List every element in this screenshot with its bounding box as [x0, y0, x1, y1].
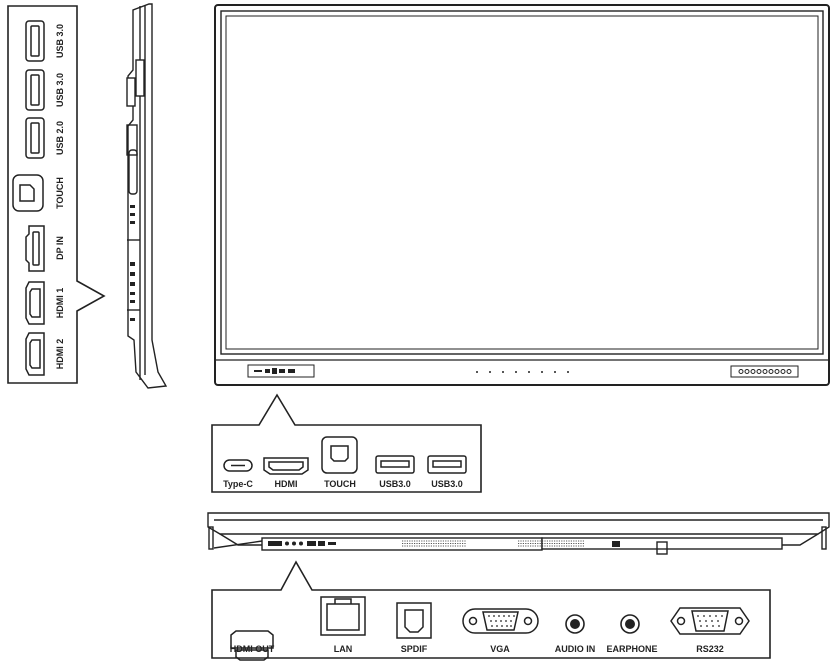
- bottom-rs232-port: [670, 607, 750, 635]
- bottom-earphone-jack-hole: [625, 619, 635, 629]
- front-label-type-c: Type-C: [223, 479, 253, 489]
- front-label-usb30-1: USB3.0: [379, 479, 411, 489]
- front-touch-port: [321, 436, 358, 474]
- bottom-lan-port: [320, 596, 366, 636]
- bottom-label-vga: VGA: [490, 644, 510, 654]
- bottom-rs232-pins: [697, 615, 723, 627]
- front-usb30-port-2: [427, 455, 467, 474]
- side-label-hdmi2: HDMI 2: [55, 339, 65, 370]
- bottom-label-spdif: SPDIF: [401, 644, 428, 654]
- side-usb20-port: [25, 117, 45, 159]
- bottom-port-callout: [211, 560, 771, 659]
- bottom-spdif-port: [396, 602, 432, 639]
- bottom-audio-in-jack: [565, 614, 585, 634]
- display-front-view: [214, 4, 830, 386]
- front-label-usb30-2: USB3.0: [431, 479, 463, 489]
- bottom-earphone-jack: [620, 614, 640, 634]
- bottom-hdmi-out-port: [230, 630, 274, 661]
- side-usb30-port-1: [25, 20, 45, 62]
- front-bezel-left-ports: [247, 364, 315, 378]
- front-bezel-left-port-marks: [254, 368, 295, 374]
- side-touch-port: [12, 174, 44, 212]
- side-usb30-port-2: [25, 69, 45, 111]
- side-label-hdmi1: HDMI 1: [55, 288, 65, 319]
- front-port-callout: [211, 393, 482, 493]
- side-label-usb20: USB 2.0: [55, 121, 65, 155]
- bottom-audio-in-jack-hole: [570, 619, 580, 629]
- side-dp-port: [25, 225, 45, 272]
- display-side-profile: [126, 3, 168, 389]
- bottom-view-port-marks: [268, 541, 620, 547]
- side-label-usb30-1: USB 3.0: [55, 24, 65, 58]
- side-hdmi1-port: [25, 281, 45, 325]
- front-hdmi-port: [263, 457, 309, 475]
- front-usb30-port-1: [375, 455, 415, 474]
- side-label-usb30-2: USB 3.0: [55, 73, 65, 107]
- front-label-hdmi: HDMI: [275, 479, 298, 489]
- front-bezel-sensor-dots: [476, 371, 569, 373]
- side-label-dp-in: DP IN: [55, 236, 65, 260]
- side-hdmi2-port: [25, 332, 45, 376]
- front-usb-c-port: [223, 459, 253, 472]
- bottom-label-rs232: RS232: [696, 644, 724, 654]
- bottom-label-earphone: EARPHONE: [606, 644, 657, 654]
- side-profile-port-marks: [130, 205, 135, 321]
- side-label-touch: TOUCH: [55, 177, 65, 209]
- bottom-label-lan: LAN: [334, 644, 353, 654]
- bottom-label-hdmi-out: HDMI OUT: [230, 644, 275, 654]
- front-bezel-button-strip: [730, 365, 799, 378]
- front-label-touch: TOUCH: [324, 479, 356, 489]
- bottom-vga-port: [462, 608, 539, 634]
- display-bottom-view: [207, 512, 830, 555]
- bottom-label-audio-in: AUDIO IN: [555, 644, 596, 654]
- bottom-vga-pins: [488, 615, 515, 627]
- bottom-view-speaker-grille-left: [402, 540, 466, 547]
